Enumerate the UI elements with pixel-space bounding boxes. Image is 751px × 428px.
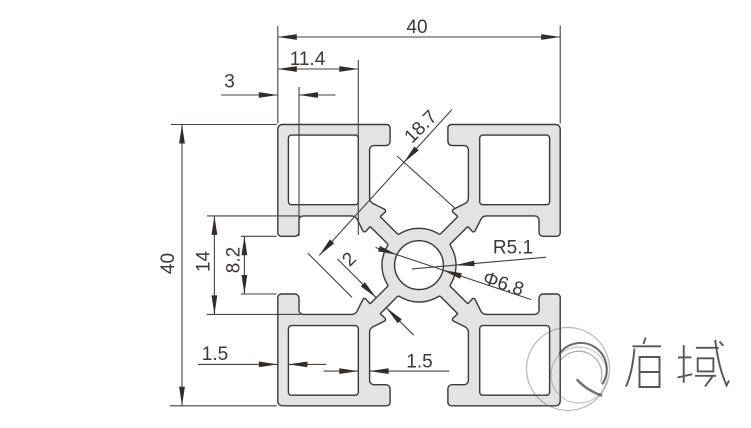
svg-text:40: 40 bbox=[158, 253, 179, 274]
svg-text:8.2: 8.2 bbox=[224, 247, 245, 273]
svg-text:40: 40 bbox=[406, 17, 427, 38]
svg-text:1.5: 1.5 bbox=[202, 344, 228, 365]
svg-text:14: 14 bbox=[194, 251, 215, 273]
svg-text:1.5: 1.5 bbox=[406, 352, 432, 373]
svg-text:3: 3 bbox=[224, 72, 235, 93]
svg-text:11.4: 11.4 bbox=[290, 49, 326, 70]
svg-text:R5.1: R5.1 bbox=[493, 238, 533, 259]
